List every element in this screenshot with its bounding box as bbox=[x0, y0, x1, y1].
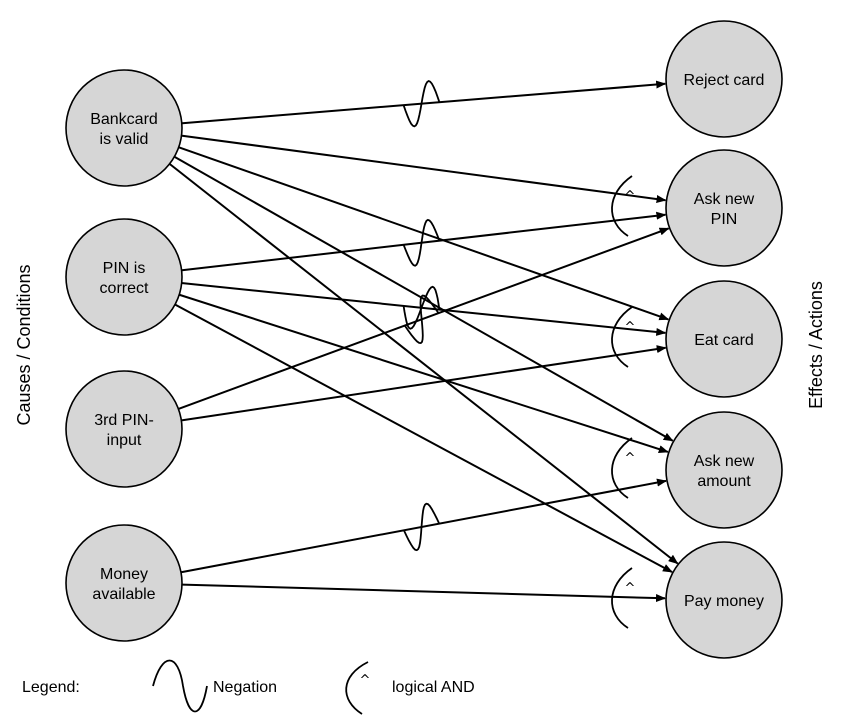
effect-label-reject-0: Reject card bbox=[684, 72, 765, 89]
cause-node-valid: Bankcard is valid bbox=[65, 69, 183, 187]
and-symbol-eat: ^ bbox=[625, 320, 636, 335]
marks-layer: ^ ^ ^ ^ bbox=[402, 79, 636, 629]
cause-circle-pin bbox=[65, 218, 183, 336]
cause-node-pin: PIN is correct bbox=[65, 218, 183, 336]
edge-valid-to-eat bbox=[174, 144, 670, 321]
effect-label-asknewpin-0: Ask new bbox=[694, 191, 755, 208]
cause-label-third-1: input bbox=[107, 432, 142, 449]
effect-circle-reject bbox=[665, 20, 783, 138]
legend-and-label: logical AND bbox=[392, 679, 475, 696]
negation-mark-third-to-asknewpin bbox=[404, 294, 440, 345]
effect-circle-eat bbox=[665, 280, 783, 398]
cause-node-money: Money available bbox=[65, 524, 183, 642]
cause-label-pin-0: PIN is bbox=[103, 260, 146, 277]
legend-negation-icon bbox=[152, 659, 208, 713]
effect-label-pay-0: Pay money bbox=[684, 593, 764, 610]
legend: Legend: Negation ^ logical AND bbox=[22, 659, 475, 715]
cause-label-pin-1: correct bbox=[100, 280, 149, 297]
effect-label-asknewpin-1: PIN bbox=[711, 211, 738, 228]
and-arc-askamount bbox=[611, 437, 633, 499]
legend-and-icon bbox=[345, 661, 369, 715]
negation-mark-pin-to-asknewpin bbox=[402, 218, 441, 267]
causes-conditions-label: Causes / Conditions bbox=[14, 264, 34, 425]
effect-label-askamount-1: amount bbox=[697, 473, 751, 490]
effect-label-eat-0: Eat card bbox=[694, 332, 754, 349]
negation-mark-valid-to-reject bbox=[402, 79, 441, 128]
and-arc-pay bbox=[611, 567, 633, 629]
cause-label-money-1: available bbox=[92, 586, 155, 603]
effect-node-askamount: Ask new amount bbox=[665, 411, 783, 529]
legend-and-symbol: ^ bbox=[360, 673, 371, 688]
legend-negation-label: Negation bbox=[213, 679, 277, 696]
effect-circle-askamount bbox=[665, 411, 783, 529]
edge-valid-to-pay bbox=[165, 160, 679, 565]
cause-node-third: 3rd PIN-input bbox=[65, 370, 183, 488]
effect-label-askamount-0: Ask new bbox=[694, 453, 755, 470]
effect-circle-pay bbox=[665, 541, 783, 659]
edge-money-to-pay bbox=[177, 583, 666, 603]
cause-label-valid-1: is valid bbox=[100, 131, 149, 148]
legend-title: Legend: bbox=[22, 679, 80, 696]
effect-node-pay: Pay money bbox=[665, 541, 783, 659]
and-arc-eat bbox=[611, 306, 633, 368]
edge-pin-to-askamount bbox=[175, 292, 669, 453]
effect-node-reject: Reject card bbox=[665, 20, 783, 138]
effect-circle-asknewpin bbox=[665, 149, 783, 267]
and-symbol-asknewpin: ^ bbox=[625, 189, 636, 204]
cause-circle-valid bbox=[65, 69, 183, 187]
effects-actions-label: Effects / Actions bbox=[806, 281, 826, 409]
edge-valid-to-asknewpin bbox=[177, 134, 667, 203]
cause-label-third-0: 3rd PIN- bbox=[94, 412, 154, 429]
cause-circle-money bbox=[65, 524, 183, 642]
negation-mark-money-to-askamount bbox=[403, 502, 441, 552]
and-symbol-pay: ^ bbox=[625, 581, 636, 596]
and-arc-asknewpin bbox=[611, 175, 633, 237]
edge-third-to-eat bbox=[177, 345, 667, 422]
effect-node-eat: Eat card bbox=[665, 280, 783, 398]
cause-label-money-0: Money bbox=[100, 566, 148, 583]
edge-pin-to-pay bbox=[171, 301, 673, 573]
cause-circle-third bbox=[65, 370, 183, 488]
and-symbol-askamount: ^ bbox=[625, 451, 636, 466]
cause-label-valid-0: Bankcard bbox=[90, 111, 158, 128]
